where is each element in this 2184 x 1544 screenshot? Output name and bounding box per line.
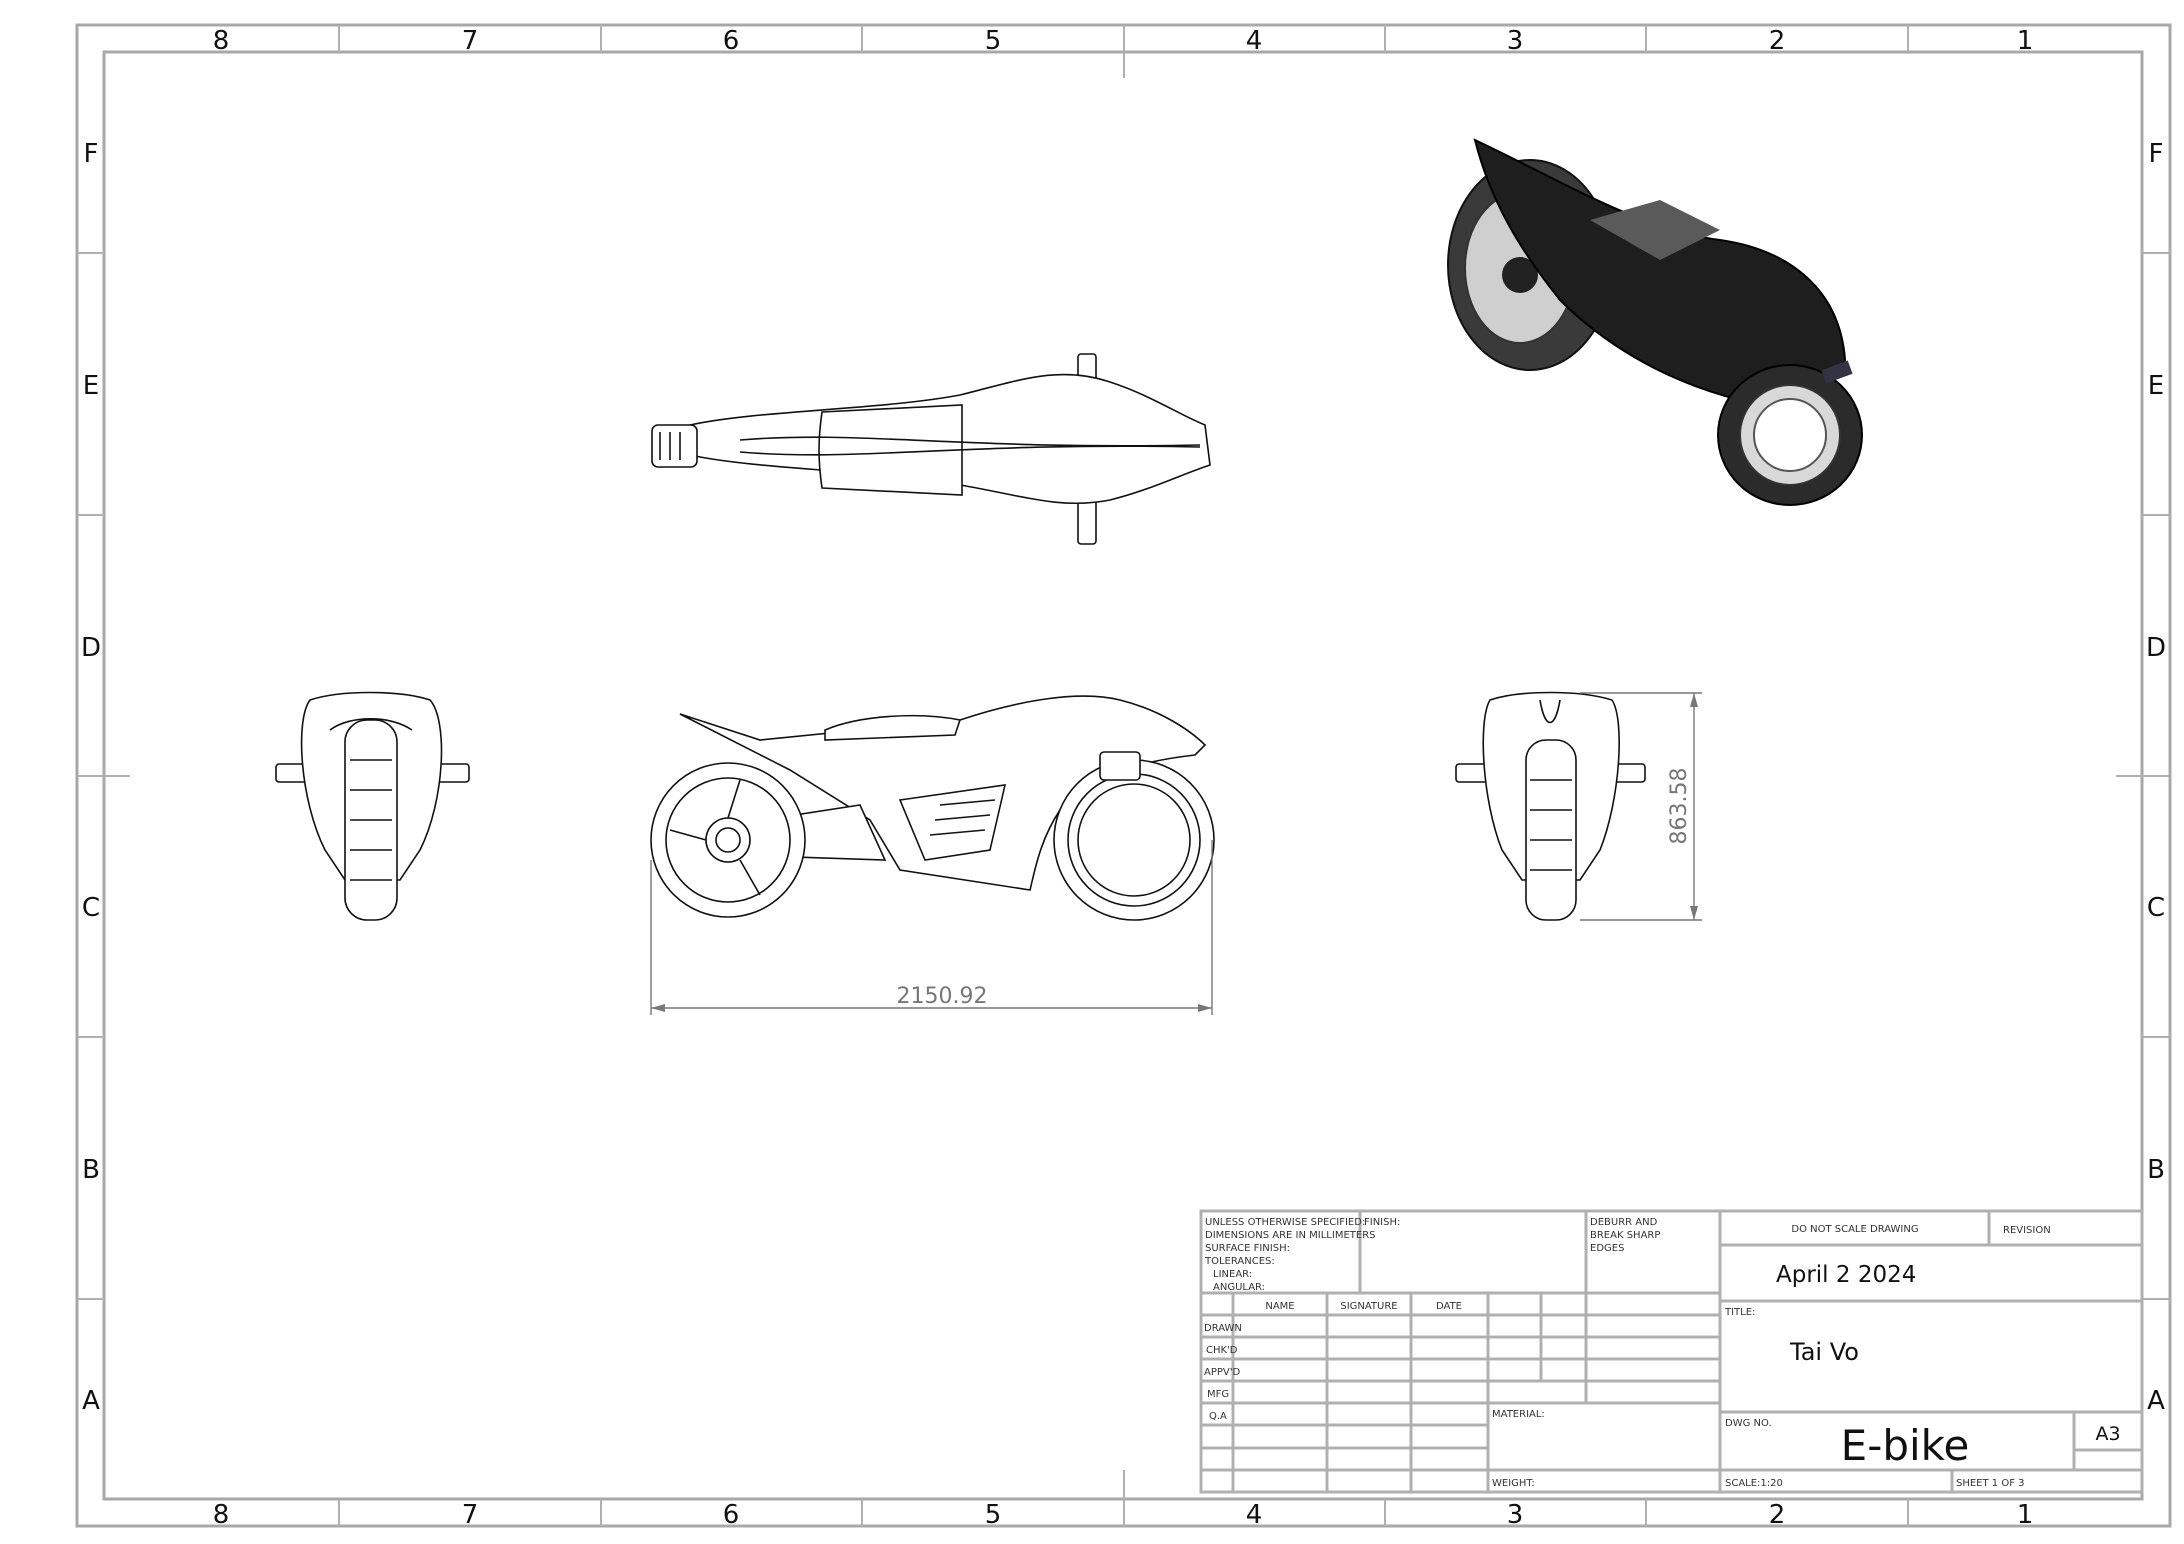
zone-col-label: 4 — [1246, 1500, 1263, 1530]
weight-label: WEIGHT: — [1492, 1478, 1535, 1489]
zone-row-label: E — [83, 371, 99, 401]
zone-col-label: 7 — [462, 26, 479, 56]
side-view — [650, 695, 1215, 921]
zone-row-label: D — [81, 633, 101, 663]
isometric-view — [1447, 138, 1863, 506]
signature-header: SIGNATURE — [1340, 1301, 1397, 1312]
height-dimension: 863.58 — [1580, 692, 1702, 921]
zone-col-label: 8 — [213, 26, 230, 56]
zone-labels-bottom: 8 7 6 5 4 3 2 1 — [213, 1500, 2034, 1530]
zone-labels-right: F E D C B A — [2146, 139, 2166, 1416]
material-label: MATERIAL: — [1492, 1409, 1545, 1420]
zone-row-label: F — [84, 139, 99, 169]
sheet-size: A3 — [2095, 1423, 2120, 1445]
zone-col-label: 2 — [1769, 26, 1786, 56]
zone-row-label: E — [2148, 371, 2164, 401]
role-drawn: DRAWN — [1204, 1323, 1242, 1334]
zone-dividers — [77, 25, 2170, 1526]
title-block: UNLESS OTHERWISE SPECIFIED: DIMENSIONS A… — [1199, 1209, 2144, 1494]
length-dimension-value: 2150.92 — [897, 984, 988, 1009]
zone-row-label: F — [2149, 139, 2164, 169]
zone-row-label: B — [2147, 1155, 2165, 1185]
zone-labels-left: F E D C B A — [81, 139, 101, 1416]
zone-col-label: 8 — [213, 1500, 230, 1530]
zone-row-label: C — [2147, 893, 2165, 923]
sheet-label: SHEET 1 OF 3 — [1956, 1478, 2025, 1489]
zone-col-label: 2 — [1769, 1500, 1786, 1530]
name-header: NAME — [1265, 1301, 1294, 1312]
zone-row-label: B — [82, 1155, 100, 1185]
rear-view — [1455, 691, 1646, 921]
zone-col-label: 1 — [2017, 1500, 2034, 1530]
role-approved: APPV'D — [1204, 1367, 1240, 1378]
top-view — [651, 353, 1211, 545]
zone-labels-top: 8 7 6 5 4 3 2 1 — [213, 26, 2034, 56]
role-mfg: MFG — [1207, 1389, 1229, 1400]
note-line: TOLERANCES: — [1204, 1256, 1275, 1267]
zone-col-label: 6 — [723, 26, 740, 56]
zone-row-label: A — [82, 1386, 100, 1416]
length-dimension: 2150.92 — [650, 840, 1213, 1015]
zone-col-label: 6 — [723, 1500, 740, 1530]
zone-col-label: 7 — [462, 1500, 479, 1530]
role-checked: CHK'D — [1206, 1345, 1238, 1356]
revision-label: REVISION — [2003, 1225, 2051, 1236]
title-value: Tai Vo — [1789, 1338, 1859, 1366]
zone-col-label: 5 — [985, 26, 1002, 56]
note-line: UNLESS OTHERWISE SPECIFIED: — [1205, 1217, 1365, 1228]
height-dimension-value: 863.58 — [1667, 768, 1692, 845]
front-view — [275, 691, 470, 921]
zone-col-label: 4 — [1246, 26, 1263, 56]
scale-label: SCALE:1:20 — [1725, 1478, 1783, 1489]
note-line: SURFACE FINISH: — [1205, 1243, 1290, 1254]
zone-col-label: 3 — [1507, 26, 1524, 56]
finish-label: FINISH: — [1364, 1217, 1400, 1228]
note-line: ANGULAR: — [1213, 1282, 1265, 1293]
zone-col-label: 3 — [1507, 1500, 1524, 1530]
dwg-no-value: E-bike — [1841, 1421, 1970, 1470]
deburr-note: EDGES — [1590, 1243, 1624, 1254]
zone-row-label: C — [82, 893, 100, 923]
role-qa: Q.A — [1209, 1411, 1227, 1422]
dwg-no-label: DWG NO. — [1725, 1418, 1772, 1429]
date-header: DATE — [1436, 1301, 1462, 1312]
note-line: LINEAR: — [1213, 1269, 1252, 1280]
deburr-note: DEBURR AND — [1590, 1217, 1658, 1228]
zone-row-label: D — [2146, 633, 2166, 663]
zone-row-label: A — [2147, 1386, 2165, 1416]
zone-col-label: 1 — [2017, 26, 2034, 56]
title-label: TITLE: — [1724, 1307, 1755, 1318]
do-not-scale-label: DO NOT SCALE DRAWING — [1791, 1224, 1918, 1235]
note-line: DIMENSIONS ARE IN MILLIMETERS — [1205, 1230, 1375, 1241]
zone-col-label: 5 — [985, 1500, 1002, 1530]
date-value: April 2 2024 — [1776, 1262, 1916, 1288]
deburr-note: BREAK SHARP — [1590, 1230, 1660, 1241]
